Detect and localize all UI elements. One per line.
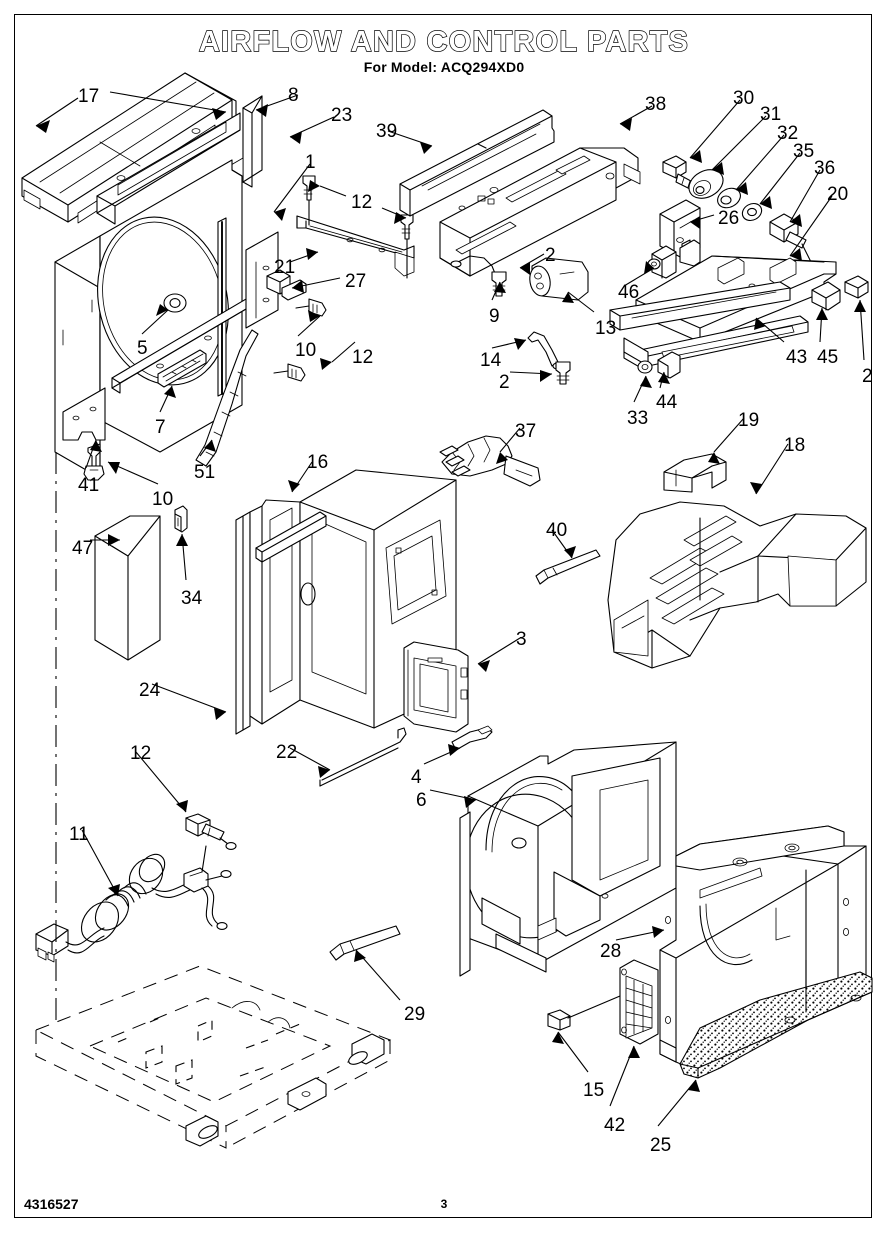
callout-13: 13 bbox=[595, 318, 617, 339]
callout-41: 41 bbox=[78, 475, 100, 496]
screw-12-lower bbox=[274, 364, 305, 381]
part-13-capacitor bbox=[528, 258, 588, 300]
callout-38: 38 bbox=[645, 94, 667, 115]
callout-2-a: 2 bbox=[545, 245, 556, 266]
callout-22: 22 bbox=[276, 742, 298, 763]
screw-12-right bbox=[401, 215, 413, 278]
callout-39: 39 bbox=[376, 121, 398, 142]
callout-23: 23 bbox=[331, 105, 353, 126]
callout-14: 14 bbox=[480, 350, 502, 371]
callout-27: 27 bbox=[345, 271, 367, 292]
screw-10-mid bbox=[296, 299, 326, 316]
part-33-bushing bbox=[638, 361, 652, 373]
callout-2-c: 2 bbox=[862, 366, 873, 387]
part-15-screw bbox=[548, 996, 620, 1030]
part-6-blower-scroll bbox=[457, 742, 676, 976]
part-22-rod bbox=[320, 728, 406, 786]
page-number: 3 bbox=[440, 1197, 448, 1211]
callout-36: 36 bbox=[814, 158, 836, 179]
part-5-hub bbox=[164, 294, 186, 312]
callout-40: 40 bbox=[546, 520, 568, 541]
callout-16: 16 bbox=[307, 452, 329, 473]
callout-35: 35 bbox=[793, 141, 815, 162]
part-31-knob bbox=[684, 164, 728, 204]
model-label: For Model: ACQ294XD0 bbox=[363, 59, 525, 75]
part-fan-shroud-housing bbox=[55, 160, 278, 478]
callout-20: 20 bbox=[827, 184, 849, 205]
part-45-knob bbox=[812, 282, 840, 310]
leader-lines bbox=[36, 92, 864, 1126]
callout-12-a: 12 bbox=[351, 192, 373, 213]
part-19-louver-clip bbox=[664, 454, 726, 492]
part-28-barrier-panel bbox=[660, 826, 866, 1072]
page-title: AIRFLOW AND CONTROL PARTS bbox=[198, 25, 690, 58]
callout-10-a: 10 bbox=[295, 340, 317, 361]
part-35-washer bbox=[739, 200, 764, 224]
part-40-rod bbox=[536, 550, 600, 584]
callout-1: 1 bbox=[305, 152, 316, 173]
part-18-air-deflector bbox=[608, 502, 866, 668]
callout-31: 31 bbox=[760, 104, 782, 125]
part-11-power-cord bbox=[36, 846, 231, 962]
callout-37: 37 bbox=[515, 421, 537, 442]
callout-17: 17 bbox=[78, 86, 100, 107]
callout-46: 46 bbox=[618, 282, 640, 303]
callout-42: 42 bbox=[604, 1115, 626, 1136]
callout-43: 43 bbox=[786, 347, 808, 368]
callout-2-b: 2 bbox=[499, 372, 510, 393]
part-44-clip bbox=[658, 352, 680, 378]
callout-32: 32 bbox=[777, 123, 799, 144]
callout-18: 18 bbox=[784, 435, 806, 456]
part-37-wire-harness bbox=[440, 436, 540, 486]
callout-3: 3 bbox=[516, 629, 527, 650]
callout-9: 9 bbox=[489, 306, 500, 327]
part-34-clip bbox=[175, 506, 187, 532]
callout-12-b: 12 bbox=[352, 347, 374, 368]
callout-10-b: 10 bbox=[152, 489, 174, 510]
screw-12-cord bbox=[186, 814, 236, 849]
literature-number: 4316527 bbox=[24, 1196, 79, 1212]
part-25-insulation-pad bbox=[680, 960, 872, 1078]
part-29-rod bbox=[330, 926, 400, 960]
part-23-angle-bracket bbox=[97, 113, 240, 224]
part-32-bushing bbox=[714, 184, 744, 211]
callout-30: 30 bbox=[733, 88, 755, 109]
part-2-screw-right bbox=[845, 276, 868, 298]
callout-25: 25 bbox=[650, 1135, 672, 1156]
callout-19: 19 bbox=[738, 410, 760, 431]
callout-51: 51 bbox=[194, 462, 216, 483]
callout-15: 15 bbox=[583, 1080, 605, 1101]
callout-6: 6 bbox=[416, 790, 427, 811]
callout-7: 7 bbox=[155, 417, 166, 438]
callout-8: 8 bbox=[288, 85, 299, 106]
part-20-control-frame bbox=[610, 256, 868, 378]
page-border bbox=[14, 14, 872, 1218]
callout-26: 26 bbox=[718, 208, 740, 229]
callout-21: 21 bbox=[274, 257, 296, 278]
part-2-screw-lower bbox=[556, 362, 570, 384]
part-3-control-cover bbox=[404, 642, 468, 732]
callout-45: 45 bbox=[817, 347, 839, 368]
part-1-support-bar bbox=[297, 216, 414, 276]
part-7-spacer bbox=[158, 350, 206, 387]
callout-24: 24 bbox=[139, 680, 161, 701]
callout-5: 5 bbox=[137, 338, 148, 359]
part-51-seal bbox=[196, 330, 258, 466]
leader-arrowheads bbox=[36, 104, 866, 1092]
part-42-grille bbox=[620, 960, 658, 1044]
callout-34: 34 bbox=[181, 588, 203, 609]
callout-12-c: 12 bbox=[130, 743, 152, 764]
callout-4: 4 bbox=[411, 767, 422, 788]
callout-33: 33 bbox=[627, 408, 649, 429]
callout-47: 47 bbox=[72, 538, 94, 559]
callout-29: 29 bbox=[404, 1004, 426, 1025]
part-39-channel bbox=[400, 110, 554, 216]
callout-11: 11 bbox=[69, 824, 89, 845]
base-pan-phantom bbox=[36, 966, 390, 1148]
part-47-corner-post bbox=[95, 516, 160, 660]
callout-44: 44 bbox=[656, 392, 678, 413]
callout-28: 28 bbox=[600, 941, 622, 962]
